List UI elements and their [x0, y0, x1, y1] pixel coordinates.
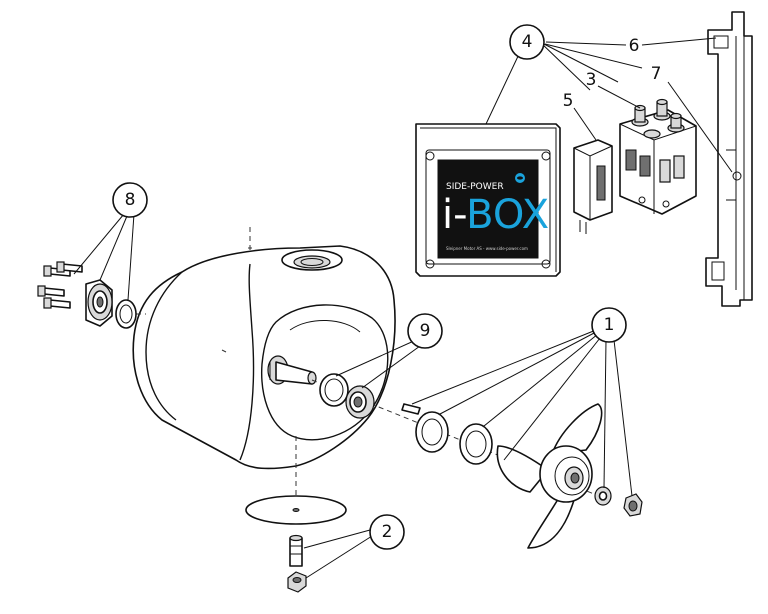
drive-pin: [401, 403, 421, 415]
callout-9: 9: [407, 313, 443, 349]
callout-5-label: 5: [563, 91, 574, 111]
callout-1: 1: [591, 307, 627, 343]
callout-6-label: 6: [629, 36, 640, 56]
solenoid-relay: [619, 98, 697, 215]
cap-o-ring: [115, 299, 137, 329]
callout-3: 3: [586, 70, 597, 90]
ibox-enclosure: SIDE-POWER i-BOX Sleipner Motor AS - www…: [415, 123, 561, 277]
callout-1-label: 1: [604, 315, 615, 335]
ibox-title-main: BOX: [466, 192, 549, 238]
anode-stud: [289, 537, 303, 567]
callout-3-label: 3: [586, 70, 597, 90]
bottom-parts: [245, 495, 347, 593]
callout-5: 5: [563, 91, 574, 111]
control-module: [573, 139, 613, 234]
end-cap-assembly: [37, 261, 137, 329]
callout-2-label: 2: [382, 522, 393, 542]
callout-7-label: 7: [651, 64, 662, 84]
callout-6: 6: [629, 36, 640, 56]
shaft-seals: [319, 373, 375, 419]
washer-ring: [459, 423, 493, 465]
thruster-housing: [132, 245, 396, 470]
relay-terminal-posts: [631, 98, 685, 139]
ibox-title-prefix: i-: [442, 192, 466, 238]
ibox-title: i-BOX: [442, 192, 549, 238]
callout-7: 7: [651, 64, 662, 84]
callout-8: 8: [112, 182, 148, 218]
assembly-axis-top: [248, 224, 252, 250]
axis-center-mark: [221, 349, 227, 353]
mounting-rail: [705, 11, 753, 307]
callout-8-label: 8: [125, 190, 136, 210]
propeller: [496, 403, 603, 549]
callout-9-label: 9: [420, 321, 431, 341]
callout-4: 4: [509, 24, 545, 60]
ibox-brand-text: SIDE-POWER: [446, 182, 504, 192]
shim-ring: [415, 411, 449, 453]
propeller-assembly: [401, 403, 643, 549]
ibox-footer-text: Sleipner Motor AS - www.side-power.com: [446, 246, 528, 251]
cap-bolts: [37, 261, 83, 309]
callout-4-label: 4: [522, 32, 533, 52]
leader-lines: [73, 37, 733, 579]
callout-2: 2: [369, 514, 405, 550]
